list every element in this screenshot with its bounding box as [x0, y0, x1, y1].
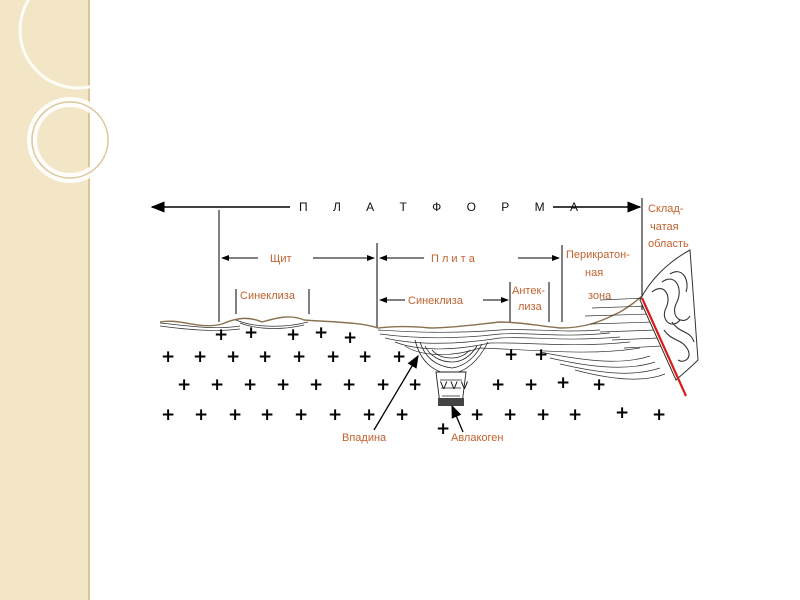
pericratonic-label-1: Перикратон- [566, 249, 630, 261]
svg-text:+: + [652, 405, 666, 425]
aulacogen-label: Авлакоген [451, 432, 503, 444]
fold-area-label-1: Склад- [648, 203, 684, 215]
shield-label: Щит [270, 253, 292, 265]
svg-text:+: + [534, 345, 548, 365]
svg-text:+: + [326, 347, 340, 367]
svg-text:+: + [395, 405, 409, 425]
svg-text:+: + [193, 347, 207, 367]
svg-text:+: + [504, 345, 518, 365]
svg-text:+: + [436, 419, 450, 439]
svg-text:+: + [376, 375, 390, 395]
svg-text:+: + [276, 375, 290, 395]
svg-text:+: + [491, 375, 505, 395]
svg-text:+: + [343, 328, 357, 348]
depression-label: Впадина [342, 432, 387, 444]
anteclise-label-2: лиза [518, 301, 543, 313]
svg-text:+: + [470, 405, 484, 425]
svg-text:+: + [177, 375, 191, 395]
depression-structure [415, 340, 488, 374]
svg-text:+: + [408, 375, 422, 395]
svg-text:+: + [228, 405, 242, 425]
svg-text:+: + [556, 373, 570, 393]
svg-text:+: + [568, 405, 582, 425]
aulacogen-pointer [452, 406, 463, 432]
svg-text:+: + [226, 347, 240, 367]
aulacogen-structure: V V V [436, 372, 469, 406]
svg-text:+: + [286, 325, 300, 345]
svg-text:+: + [615, 403, 629, 423]
plate-syneclise-label: Синеклиза [408, 295, 464, 307]
svg-text:+: + [592, 375, 606, 395]
svg-text:+: + [161, 405, 175, 425]
svg-text:V V V: V V V [440, 380, 469, 392]
svg-text:+: + [210, 375, 224, 395]
svg-text:+: + [309, 375, 323, 395]
svg-text:+: + [536, 405, 550, 425]
svg-text:+: + [362, 405, 376, 425]
fold-area-label-2: чатая [650, 221, 679, 233]
svg-text:+: + [524, 375, 538, 395]
svg-text:+: + [392, 347, 406, 367]
svg-text:+: + [243, 375, 257, 395]
svg-text:+: + [260, 405, 274, 425]
platform-title: П Л А Т Ф О Р М А [299, 200, 589, 214]
shield-syneclise-label: Синеклиза [240, 290, 296, 302]
svg-text:+: + [214, 325, 228, 345]
fold-area-label-3: область [648, 238, 689, 250]
pericratonic-label-2: ная [585, 267, 603, 279]
svg-text:+: + [161, 347, 175, 367]
svg-text:+: + [294, 405, 308, 425]
svg-text:+: + [503, 405, 517, 425]
plate-label: П л и т а [431, 253, 476, 265]
svg-text:+: + [342, 375, 356, 395]
surface-line [160, 294, 644, 328]
svg-text:+: + [244, 323, 258, 343]
svg-text:+: + [314, 323, 328, 343]
svg-text:+: + [194, 405, 208, 425]
anteclise-label-1: Антек- [512, 285, 545, 297]
svg-text:+: + [328, 405, 342, 425]
svg-text:+: + [358, 347, 372, 367]
crystalline-basement: ++ ++ + ++ ++ ++ ++ ++ ++ ++ ++ ++ ++ ++… [161, 323, 666, 439]
svg-text:+: + [258, 347, 272, 367]
svg-text:+: + [292, 347, 306, 367]
